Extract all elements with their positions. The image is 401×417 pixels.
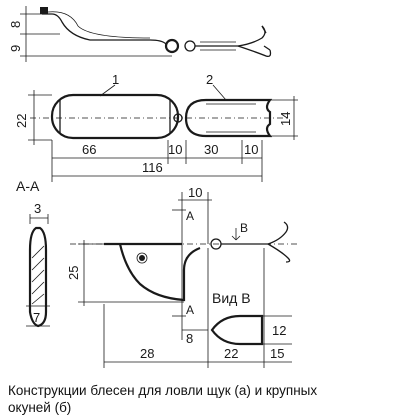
section-mark-bottom: А [186,303,194,317]
dim-66: 66 [82,142,96,157]
caption-line-2: окуней (б) [8,400,71,415]
fig-b-dim-10: 10 [188,185,202,200]
fig-b-dim-15: 15 [270,346,284,361]
plan-view-a [28,84,298,182]
dim-9: 9 [8,45,23,52]
dim-14: 14 [278,112,293,126]
view-b-label: Вид В [212,290,251,306]
fig-b-dim-25: 25 [66,266,81,280]
section-height-dim: 7 [33,310,40,325]
part-label-2: 2 [206,72,213,87]
section-mark-top: А [186,209,194,223]
figure-caption: Конструкции блесен для ловли щук (а) и к… [8,383,321,415]
fig-b-dim-22: 22 [224,346,238,361]
fig-b-dim-28: 28 [140,346,154,361]
section-aa-title: А-А [16,178,40,194]
dim-22: 22 [14,114,29,128]
fig-b-dim-12: 12 [272,323,286,338]
figure-b-body [70,192,300,368]
part-label-1: 1 [112,72,119,87]
section-aa-profile [26,214,50,328]
dim-30: 30 [204,142,218,157]
dim-10-right: 10 [244,142,258,157]
section-width-dim: 3 [34,201,41,216]
dim-116: 116 [142,160,163,175]
side-view-a [20,6,272,62]
view-mark-b: В [240,221,248,235]
dim-8: 8 [8,21,23,28]
dim-10-left: 10 [168,142,182,157]
fig-b-dim-8: 8 [186,331,193,346]
caption-text: Конструкции блесен для ловли щук (а) и к… [8,383,317,398]
